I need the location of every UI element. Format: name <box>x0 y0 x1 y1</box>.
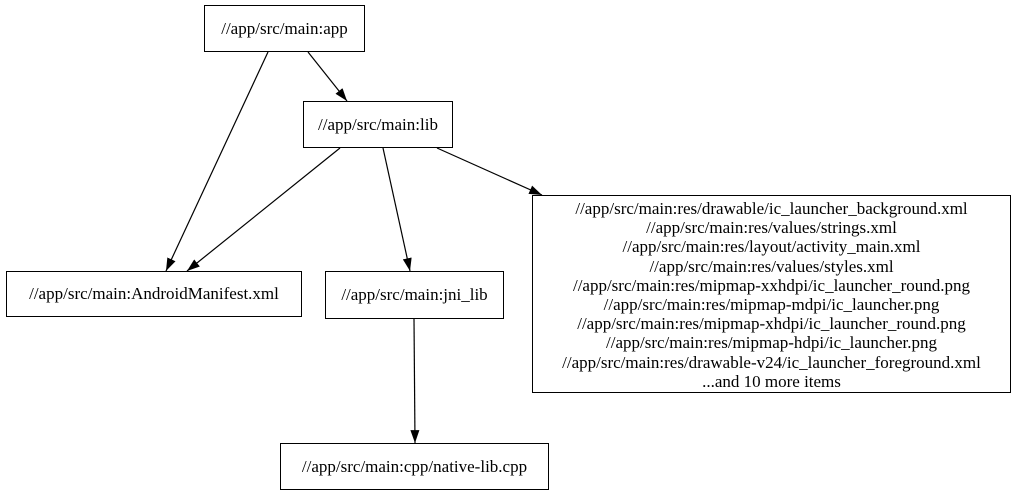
node-android-manifest: //app/src/main:AndroidManifest.xml <box>6 271 302 317</box>
edge-lib-to-resources <box>436 147 543 196</box>
node-lib-label: //app/src/main:lib <box>318 114 438 134</box>
resource-item: //app/src/main:res/mipmap-hdpi/ic_launch… <box>606 333 937 353</box>
node-native-lib-cpp-label: //app/src/main:cpp/native-lib.cpp <box>301 456 528 476</box>
node-jni-lib-label: //app/src/main:jni_lib <box>341 285 488 304</box>
node-android-manifest-label: //app/src/main:AndroidManifest.xml <box>29 284 279 303</box>
edge-jni-to-native <box>410 318 420 444</box>
node-lib: //app/src/main:lib <box>303 101 453 148</box>
resource-item: //app/src/main:res/drawable-v24/ic_launc… <box>562 352 981 372</box>
node-native-lib-cpp: //app/src/main:cpp/native-lib.cpp <box>280 443 549 490</box>
resource-more-items: ...and 10 more items <box>702 371 841 391</box>
resource-item: //app/src/main:res/mipmap-xhdpi/ic_launc… <box>577 314 966 334</box>
resource-item: //app/src/main:res/values/styles.xml <box>649 256 894 276</box>
resource-item: //app/src/main:res/layout/activity_main.… <box>622 237 921 257</box>
node-resources-group: //app/src/main:res/drawable/ic_launcher_… <box>532 195 1011 393</box>
edge-lib-to-manifest <box>186 147 341 272</box>
edge-lib-to-jni <box>382 147 412 272</box>
edge-app-to-lib <box>307 51 348 102</box>
node-jni-lib: //app/src/main:jni_lib <box>325 271 504 319</box>
node-app-label: //app/src/main:app <box>221 18 348 38</box>
resource-item: //app/src/main:res/values/strings.xml <box>646 218 897 238</box>
edge-app-to-manifest <box>165 51 269 272</box>
resource-item: //app/src/main:res/mipmap-mdpi/ic_launch… <box>603 295 940 315</box>
resource-item: //app/src/main:res/mipmap-xxhdpi/ic_laun… <box>572 275 971 295</box>
node-app: //app/src/main:app <box>204 5 365 52</box>
resource-item: //app/src/main:res/drawable/ic_launcher_… <box>575 199 968 218</box>
